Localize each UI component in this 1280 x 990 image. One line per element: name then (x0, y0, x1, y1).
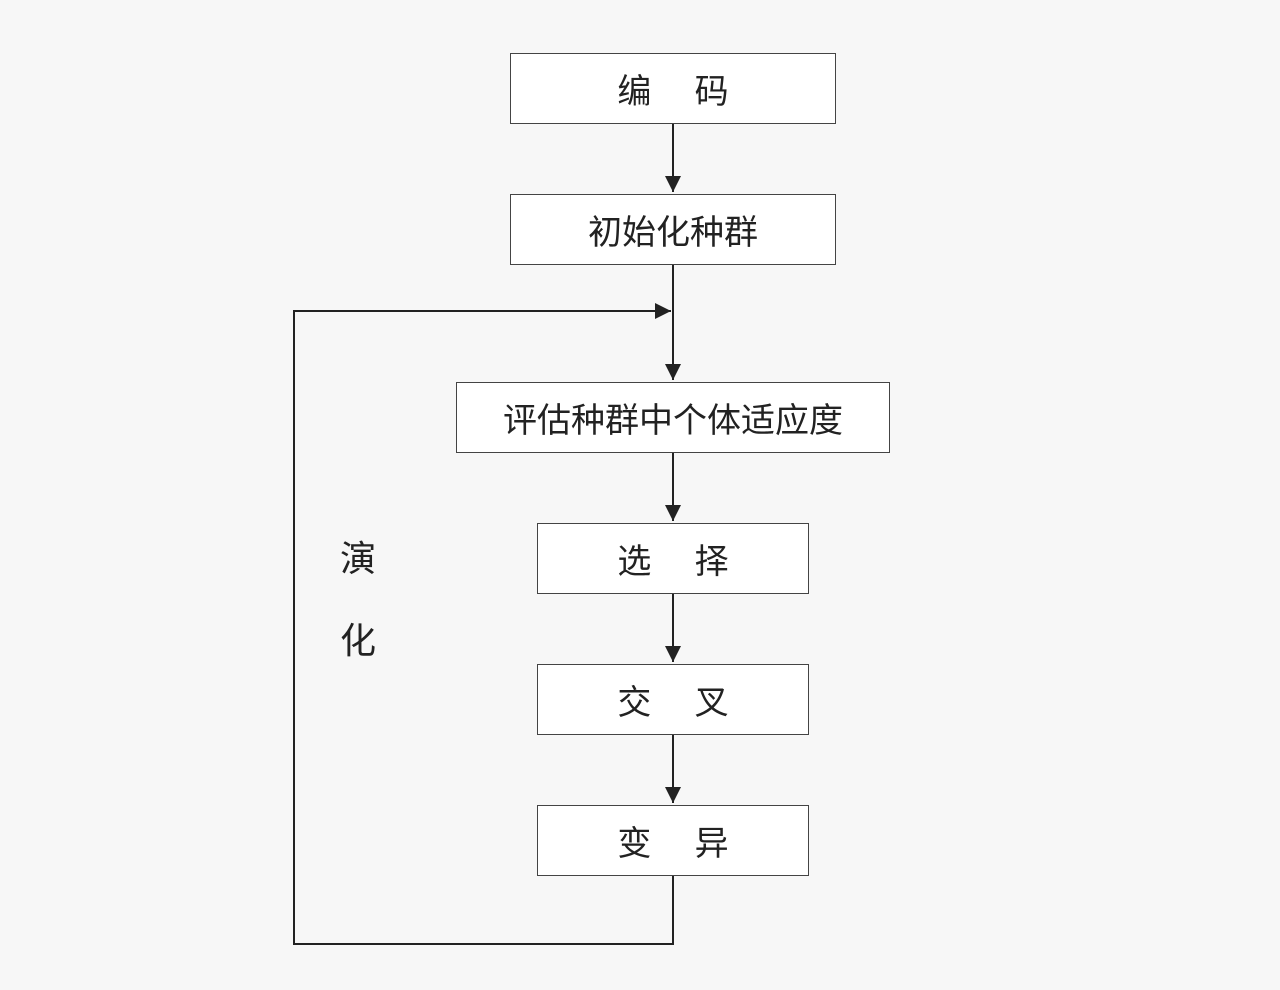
step-selection-box: 选 择 (537, 523, 809, 594)
step-mutation-box: 变 异 (537, 805, 809, 876)
step-evaluate-fitness-box: 评估种群中个体适应度 (456, 382, 890, 453)
step-crossover-box: 交 叉 (537, 664, 809, 735)
loop-label-char-2: 化 (340, 621, 377, 662)
loop-connector (293, 303, 674, 945)
step-init-population-box: 初始化种群 (510, 194, 836, 265)
step-encode-box: 编 码 (510, 53, 836, 124)
loop-label-char-1: 演 (340, 539, 377, 580)
